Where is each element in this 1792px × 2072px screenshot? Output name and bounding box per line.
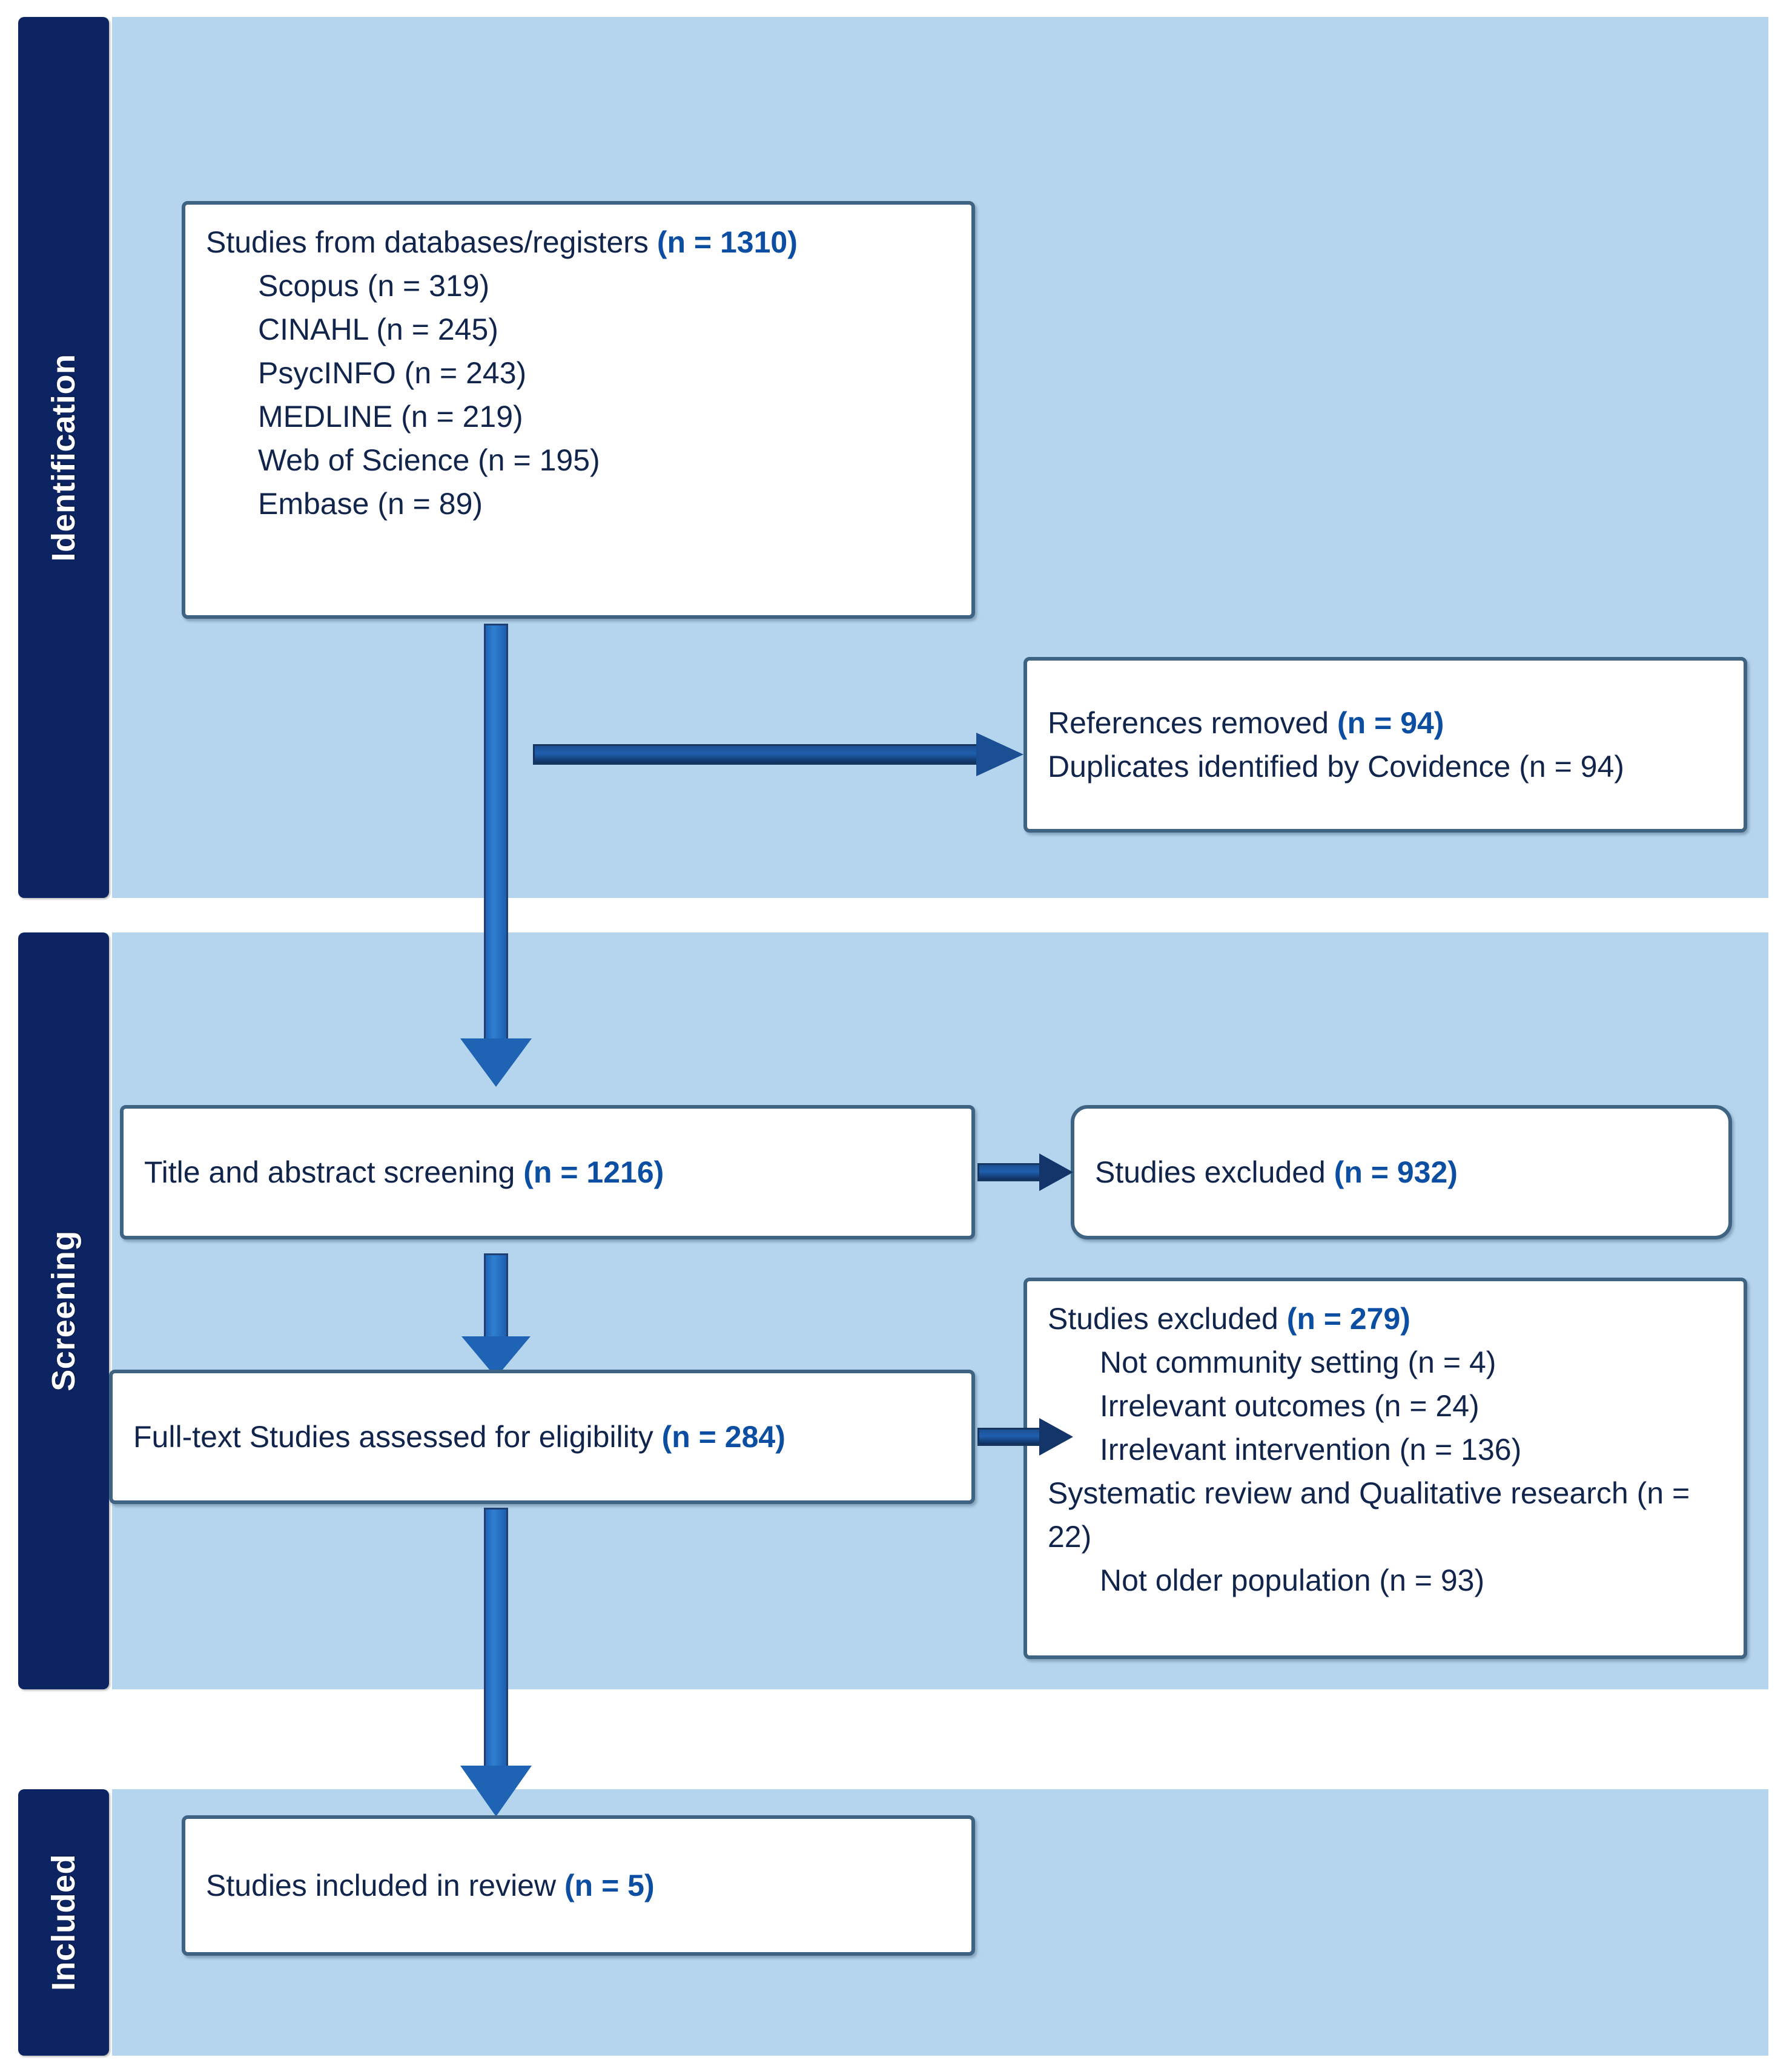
sidebar-screening: Screening xyxy=(18,932,109,1689)
excluded-932-text: Studies excluded xyxy=(1095,1155,1334,1189)
references-removed-box: References removed (n = 94) Duplicates i… xyxy=(1023,657,1747,833)
sidebar-included-label: Included xyxy=(45,1853,82,1991)
arrow-databases-to-title-abstract xyxy=(460,624,532,1087)
excluded-279-text: Studies excluded xyxy=(1048,1302,1287,1336)
fulltext-count: (n = 284) xyxy=(661,1420,785,1454)
studies-included-box: Studies included in review (n = 5) xyxy=(182,1815,975,1956)
source-cinahl: CINAHL (n = 245) xyxy=(258,312,498,346)
included-text: Studies included in review xyxy=(206,1869,564,1902)
excluded-932-line: Studies excluded (n = 932) xyxy=(1095,1150,1708,1194)
sidebar-identification: Identification xyxy=(18,17,109,898)
sidebar-screening-label: Screening xyxy=(45,1230,82,1391)
excluded-279-line: Studies excluded (n = 279) xyxy=(1048,1297,1723,1341)
source-scopus: Scopus (n = 319) xyxy=(258,269,490,303)
reason-not-community-setting: Not community setting (n = 4) xyxy=(1100,1345,1496,1379)
arrow-fulltext-to-included xyxy=(460,1508,532,1816)
removed-detail-duplicates: Duplicates identified by Covidence (n = … xyxy=(1048,750,1624,784)
included-count: (n = 5) xyxy=(564,1869,655,1902)
reason-not-older-population: Not older population (n = 93) xyxy=(1100,1563,1485,1597)
excluded-932-count: (n = 932) xyxy=(1334,1155,1458,1189)
arrow-title-abstract-to-fulltext xyxy=(460,1253,532,1377)
arrow-databases-to-removed xyxy=(533,733,1023,776)
reason-irrelevant-outcomes: Irrelevant outcomes (n = 24) xyxy=(1100,1389,1480,1423)
reason-systematic-review-qualitative: Systematic review and Qualitative resear… xyxy=(1048,1476,1690,1554)
fulltext-text: Full-text Studies assessed for eligibili… xyxy=(133,1420,662,1454)
title-abstract-text: Title and abstract screening xyxy=(144,1155,524,1189)
arrow-fulltext-to-excluded xyxy=(977,1415,1073,1459)
title-abstract-line: Title and abstract screening (n = 1216) xyxy=(144,1150,951,1194)
source-embase: Embase (n = 89) xyxy=(258,487,483,521)
fulltext-eligibility-box: Full-text Studies assessed for eligibili… xyxy=(109,1370,975,1504)
databases-title-count: (n = 1310) xyxy=(656,225,798,259)
source-web-of-science: Web of Science (n = 195) xyxy=(258,443,600,477)
included-line: Studies included in review (n = 5) xyxy=(206,1864,951,1907)
reason-irrelevant-intervention: Irrelevant intervention (n = 136) xyxy=(1100,1433,1522,1467)
sidebar-included: Included xyxy=(18,1789,109,2056)
excluded-279-count: (n = 279) xyxy=(1286,1302,1410,1336)
databases-registers-box: Studies from databases/registers (n = 13… xyxy=(182,201,975,619)
removed-title-line: References removed (n = 94) xyxy=(1048,701,1723,745)
source-medline: MEDLINE (n = 219) xyxy=(258,400,523,434)
sidebar-identification-label: Identification xyxy=(45,354,82,561)
title-abstract-screening-box: Title and abstract screening (n = 1216) xyxy=(120,1105,975,1239)
title-abstract-count: (n = 1216) xyxy=(523,1155,664,1189)
studies-excluded-fulltext-box: Studies excluded (n = 279) Not community… xyxy=(1023,1278,1747,1659)
removed-title-count: (n = 94) xyxy=(1337,706,1444,740)
fulltext-line: Full-text Studies assessed for eligibili… xyxy=(133,1415,951,1459)
removed-title-text: References removed xyxy=(1048,706,1338,740)
arrow-title-abstract-to-excluded xyxy=(977,1150,1073,1194)
databases-title-text: Studies from databases/registers xyxy=(206,225,657,259)
source-psycinfo: PsycINFO (n = 243) xyxy=(258,356,527,390)
databases-title-line: Studies from databases/registers (n = 13… xyxy=(206,220,951,264)
studies-excluded-title-abstract-box: Studies excluded (n = 932) xyxy=(1071,1105,1732,1239)
